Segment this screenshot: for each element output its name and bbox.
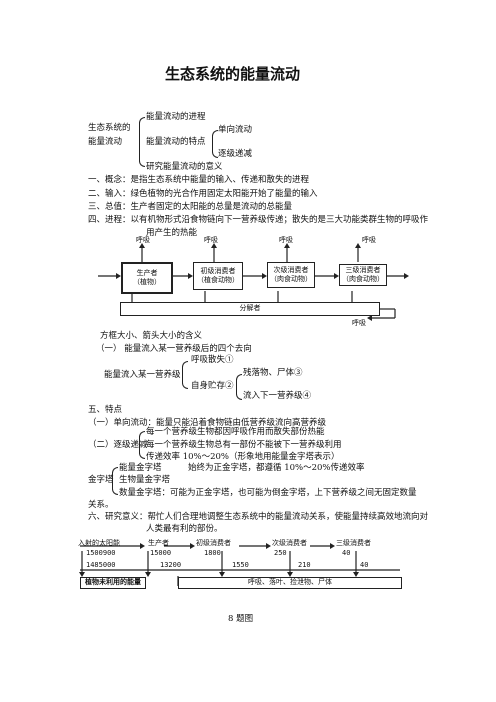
respiration-label-5: 呼吸: [352, 319, 366, 327]
total-line: 三、总值：生产者固定的太阳能的总量是流动的总能量: [88, 202, 293, 212]
destinations-brace: [182, 361, 188, 389]
decomposer-label: 分解者: [239, 304, 261, 312]
feature-one: （一）单向流动：能量只能沿着食物链由低营养级流向高营养级: [88, 418, 327, 428]
stage-secondary: 次级消费者: [272, 539, 307, 547]
input-line: 二、输入：绿色植物的光合作用固定太阳能开始了能量的输入: [88, 189, 318, 199]
significance-line: 六、研究意义：帮忙人们合理地调整生态系统中的能量流动关系，使能量持续高效地流向对: [88, 512, 429, 522]
respiration-label-2: 呼吸: [204, 236, 218, 244]
primary-consumer-label: 初级消费者: [200, 267, 236, 275]
flow-root: 能量流入某一营养级: [104, 370, 181, 380]
tertiary-consumer-box: 三级消费者 （肉食动物）: [339, 264, 387, 286]
significance-line-cont: 人类最有利的部份。: [146, 524, 223, 534]
sun-energy-label: 入射的太阳能: [78, 539, 120, 547]
top-value-5: 40: [342, 549, 351, 557]
pyramid-number-end: 关系。: [88, 500, 114, 510]
destination-4: 流入下一营养级④: [243, 391, 312, 401]
feature-two-c: 传递效率 10%～20%（形象地用能量金字塔表示）: [146, 452, 340, 462]
loss-box-label: 呼吸、落叶、捡泄物、尸体: [248, 578, 332, 586]
pyramid-number: 数量金字塔：可能为正金字塔，也可能为倒金字塔，上下营养级之间无固定数量: [119, 488, 417, 498]
outline-root-line1: 生态系统的: [88, 123, 131, 133]
outline-item-3: 研究能量流动的意义: [146, 162, 223, 172]
unused-energy-box: 植物未利用的能量: [80, 577, 146, 589]
meaning-line: 方框大小、箭头大小的含义: [100, 331, 203, 341]
tertiary-consumer-label: 三级消费者: [345, 266, 381, 274]
stage-tertiary: 三级消费者: [336, 539, 371, 547]
top-value-2: 15000: [150, 549, 172, 557]
bottom-value-5: 40: [360, 561, 369, 569]
stage-producer: 生产者: [148, 539, 169, 547]
four-destinations-heading: （一） 能量流入某一营养级后的四个去向: [96, 344, 252, 354]
respiration-label-1: 呼吸: [136, 236, 150, 244]
tertiary-consumer-sub: （肉食动物）: [342, 275, 384, 283]
outline-item-2: 能量流动的特点: [146, 137, 206, 147]
features-heading: 五、特点: [88, 405, 123, 415]
feature-two-brace: [139, 431, 145, 459]
outline-item-2-sub-2: 逐级递减: [218, 149, 253, 159]
storage-brace: [236, 374, 242, 400]
destination-2: 自身贮存②: [191, 381, 234, 391]
bottom-value-1: 1485000: [86, 561, 116, 569]
process-line: 四、进程：以有机物形式沿食物链向下一营养级传递；散失的是三大功能类群生物的呼吸作: [88, 215, 429, 225]
respiration-label-4: 呼吸: [362, 236, 376, 244]
stage-primary: 初级消费者: [196, 539, 231, 547]
bottom-value-4: 210: [298, 561, 311, 569]
bottom-value-2: 13200: [160, 561, 182, 569]
pyramid-biomass: 生物量金字塔: [119, 475, 171, 485]
feature-two-a: 每一个营养级生物都因呼吸作用而散失部份热能: [146, 427, 325, 437]
outline-item-1: 能量流动的进程: [146, 112, 206, 122]
outline-brace: [139, 117, 145, 167]
primary-consumer-sub: （植食动物）: [197, 276, 239, 284]
pyramid-energy: 能量金字塔: [119, 463, 162, 473]
producer-box-label: 生产者: [136, 269, 158, 277]
top-value-3: 1800: [204, 549, 221, 557]
top-value-1: 1500900: [86, 549, 116, 557]
outline-item-2-sub-1: 单向流动: [218, 125, 253, 135]
decomposer-box: 分解者: [120, 302, 380, 316]
loss-box: 呼吸、落叶、捡泄物、尸体: [178, 577, 402, 589]
pyramid-energy-desc: 始终为正金字塔，都遵循 10%～20%传递效率: [188, 463, 365, 473]
producer-box: 生产者 （植物）: [121, 262, 173, 294]
pyramid-brace: [112, 467, 118, 495]
producer-box-sub: （植物）: [133, 278, 161, 286]
top-value-4: 250: [274, 549, 287, 557]
process-line-cont: 用产生的热能: [146, 228, 198, 238]
figure-caption: 8 题图: [228, 614, 254, 624]
bottom-value-3: 1550: [232, 561, 249, 569]
secondary-consumer-label: 次级消费者: [273, 266, 309, 274]
page-title: 生态系统的能量流动: [165, 65, 301, 83]
concept-line: 一、概念：是指生态系统中能量的输入、传递和散失的进程: [88, 175, 310, 185]
pyramid-label: 金字塔: [88, 475, 114, 485]
respiration-label-3: 呼吸: [279, 236, 293, 244]
primary-consumer-box: 初级消费者 （植食动物）: [193, 262, 243, 290]
unused-energy-label: 植物未利用的能量: [85, 578, 141, 586]
secondary-consumer-sub: （肉食动物）: [270, 275, 312, 283]
outline-sub-brace: [212, 130, 218, 158]
destination-1: 呼吸散失①: [191, 355, 234, 365]
feature-two-b: 每一个营养级生物总有一部份不能被下一营养级利用: [146, 440, 342, 450]
destination-3: 残落物、尸体③: [243, 368, 303, 378]
feature-two-label: （二）逐级递减: [88, 440, 148, 450]
outline-root-line2: 能量流动: [88, 137, 123, 147]
secondary-consumer-box: 次级消费者 （肉食动物）: [267, 262, 315, 288]
